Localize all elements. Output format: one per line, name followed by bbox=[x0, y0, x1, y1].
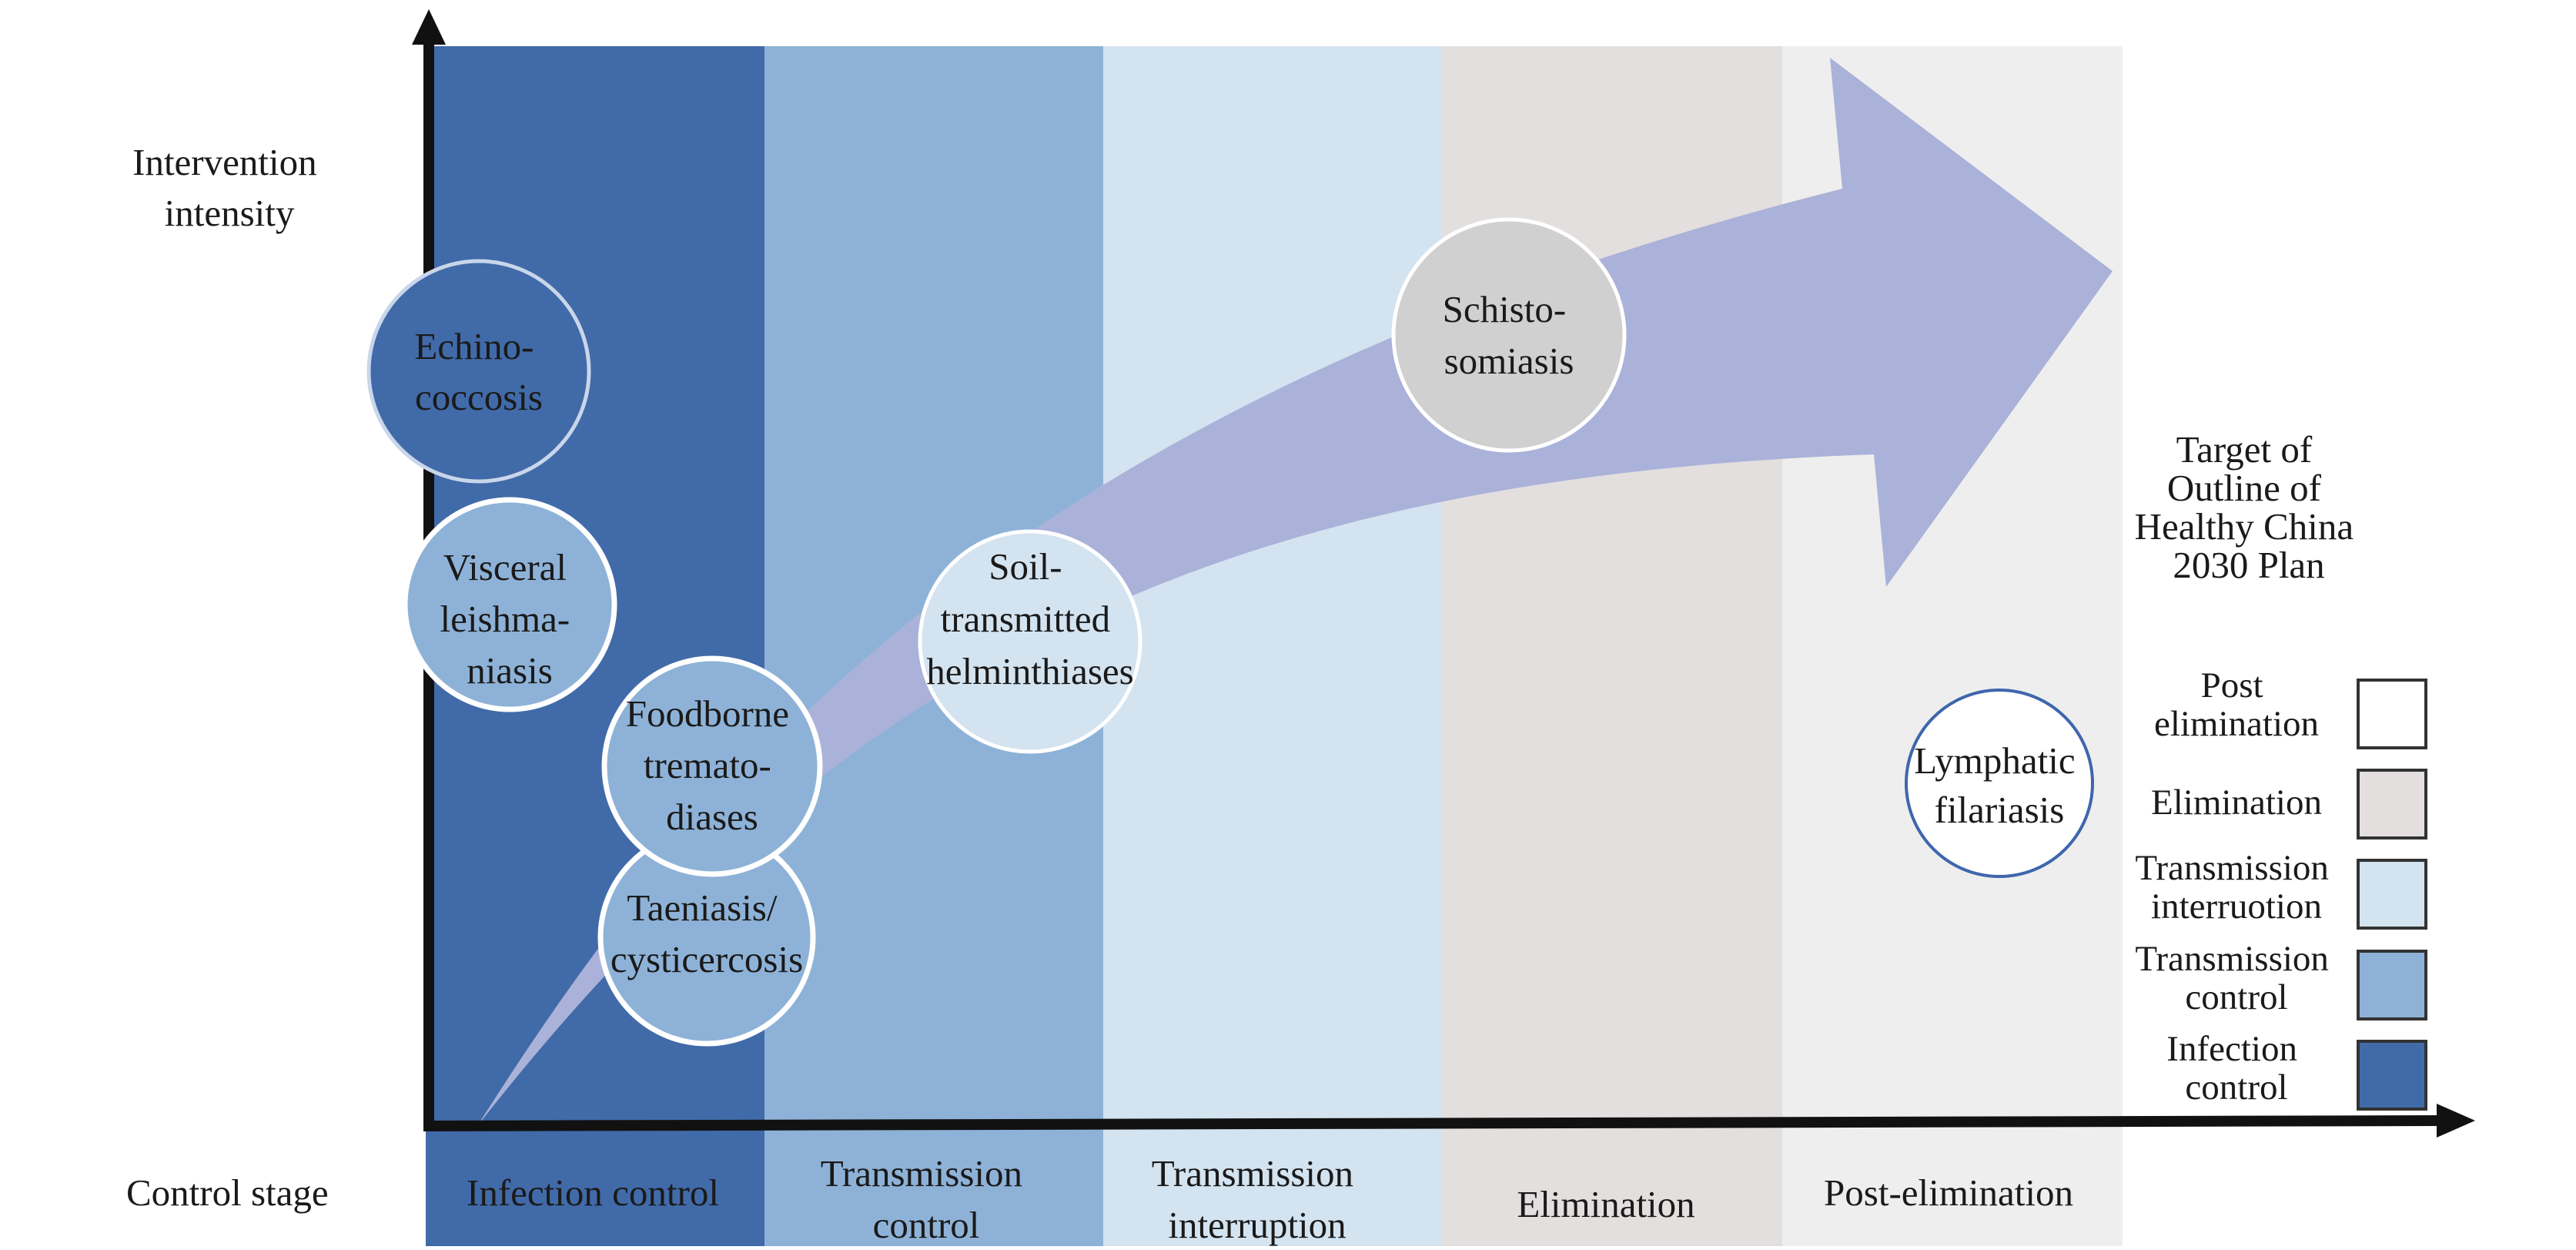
stage-label-line: Post-elimination bbox=[1824, 1171, 2073, 1214]
stage-label-line: Elimination bbox=[1517, 1183, 1694, 1225]
disease-label-line: helminthiases bbox=[926, 650, 1133, 692]
disease-circle bbox=[1905, 689, 2094, 878]
disease-label: Echino- coccosis bbox=[414, 325, 543, 418]
target-label-line: 2030 Plan bbox=[2173, 544, 2324, 586]
disease-label: Soil- transmitted helminthiases bbox=[926, 545, 1133, 692]
target-label: Target of Outline of Healthy China 2030 … bbox=[2135, 428, 2364, 586]
stage-label-tinterrupt: Transmission interruption bbox=[1152, 1152, 1363, 1246]
legend-label-line: elimination bbox=[2154, 704, 2319, 744]
legend-label-line: Transmission bbox=[2135, 939, 2329, 979]
stage-label-line: Infection control bbox=[467, 1171, 719, 1214]
legend-label: Transmission interruotion bbox=[2135, 848, 2337, 927]
legend-item-transmission-interruption: Transmission interruotion bbox=[2135, 848, 2427, 930]
stage-label-line: interruption bbox=[1168, 1204, 1346, 1246]
disease-circle bbox=[918, 529, 1142, 754]
legend-swatch bbox=[2357, 859, 2427, 930]
disease-label-line: Lymphatic bbox=[1914, 739, 2076, 782]
disease-label: Visceral leishma- niasis bbox=[440, 546, 580, 692]
legend-label-line: Post bbox=[2201, 665, 2263, 705]
legend-label-line: interruotion bbox=[2151, 886, 2322, 927]
stage-label-line: Transmission bbox=[821, 1152, 1022, 1195]
disease-soil-transmitted-helminthiases: Soil- transmitted helminthiases bbox=[918, 529, 1142, 754]
disease-circle bbox=[601, 655, 823, 877]
legend-item-post-elimination: Post elimination bbox=[2154, 665, 2427, 749]
legend-item-transmission-control: Transmission control bbox=[2135, 939, 2427, 1020]
target-label-line: Target of bbox=[2176, 428, 2313, 471]
legend-label: Transmission control bbox=[2135, 939, 2337, 1017]
disease-label-line: tremato- bbox=[644, 744, 771, 786]
stage-label-line: control bbox=[873, 1204, 980, 1246]
legend-label-line: Infection bbox=[2166, 1029, 2297, 1069]
progress-arrow bbox=[477, 58, 2113, 1126]
target-label-line: Outline of bbox=[2167, 467, 2322, 509]
legend-label-line: control bbox=[2185, 977, 2287, 1017]
x-axis-label: Control stage bbox=[126, 1171, 329, 1214]
legend-item-infection-control: Infection control bbox=[2166, 1029, 2427, 1111]
disease-label-line: Soil- bbox=[989, 545, 1062, 588]
legend-item-elimination: Elimination bbox=[2151, 769, 2427, 839]
y-axis-arrowhead bbox=[412, 9, 446, 45]
disease-label-line: diases bbox=[666, 796, 758, 838]
y-axis-label-line: intensity bbox=[165, 192, 295, 234]
disease-label-line: Schisto- bbox=[1443, 288, 1567, 330]
disease-label-line: niasis bbox=[467, 649, 553, 692]
stage-column-tinterrupt bbox=[1103, 46, 1442, 1250]
disease-label: Schisto- somiasis bbox=[1443, 288, 1576, 382]
disease-label-line: somiasis bbox=[1444, 340, 1574, 382]
disease-circle bbox=[366, 259, 591, 484]
stage-label-infection: Infection control bbox=[467, 1171, 719, 1214]
disease-label-line: Visceral bbox=[443, 546, 567, 588]
legend-label-line: Transmission bbox=[2135, 848, 2329, 888]
disease-label: Lymphatic filariasis bbox=[1914, 739, 2085, 831]
legend-label: Elimination bbox=[2151, 783, 2322, 823]
stage-label-tcontrol: Transmission control bbox=[821, 1152, 1032, 1246]
stage-label-elim: Elimination bbox=[1517, 1183, 1694, 1225]
legend: Post elimination Elimination Transmissio… bbox=[2135, 665, 2427, 1111]
disease-label-line: Foodborne bbox=[626, 692, 789, 735]
legend-swatch bbox=[2357, 950, 2427, 1020]
disease-circle bbox=[1391, 217, 1627, 453]
disease-taeniasis: Taeniasis/ cysticercosis bbox=[597, 828, 816, 1047]
disease-visceral-leishmaniasis: Visceral leishma- niasis bbox=[402, 497, 617, 712]
disease-label: Taeniasis/ cysticercosis bbox=[611, 886, 803, 980]
target-label-line: Healthy China bbox=[2135, 505, 2354, 548]
disease-lymphatic-filariasis: Lymphatic filariasis bbox=[1905, 689, 2094, 878]
disease-label-line: leishma- bbox=[440, 598, 570, 640]
x-axis-arrowhead bbox=[2437, 1104, 2475, 1138]
y-axis-label-line: Intervention bbox=[132, 141, 316, 183]
stage-label-line: Transmission bbox=[1152, 1152, 1353, 1195]
legend-label-line: control bbox=[2185, 1067, 2287, 1108]
legend-swatch bbox=[2357, 769, 2427, 839]
legend-label: Post elimination bbox=[2154, 665, 2319, 744]
disease-echinococcosis: Echino- coccosis bbox=[366, 259, 591, 484]
disease-schistosomiasis: Schisto- somiasis bbox=[1391, 217, 1627, 453]
disease-label-line: Taeniasis/ bbox=[627, 886, 778, 929]
disease-label-line: filariasis bbox=[1935, 789, 2065, 831]
disease-label: Foodborne tremato- diases bbox=[626, 692, 799, 838]
disease-circle bbox=[402, 497, 617, 712]
legend-swatch bbox=[2357, 679, 2427, 749]
stage-label-post: Post-elimination bbox=[1824, 1171, 2073, 1214]
disease-label-line: coccosis bbox=[415, 376, 543, 418]
stage-labels: Infection control Transmission control T… bbox=[467, 1152, 2073, 1246]
disease-label-line: Echino- bbox=[414, 325, 534, 367]
y-axis-label: Intervention intensity bbox=[132, 141, 326, 234]
disease-foodborne-trematodiases: Foodborne tremato- diases bbox=[601, 655, 823, 877]
legend-label-line: Elimination bbox=[2151, 783, 2322, 823]
x-axis bbox=[423, 1115, 2441, 1131]
disease-label-line: transmitted bbox=[941, 598, 1110, 640]
legend-label: Infection control bbox=[2166, 1029, 2306, 1108]
disease-label-line: cysticercosis bbox=[611, 938, 803, 980]
legend-swatch bbox=[2357, 1040, 2427, 1111]
